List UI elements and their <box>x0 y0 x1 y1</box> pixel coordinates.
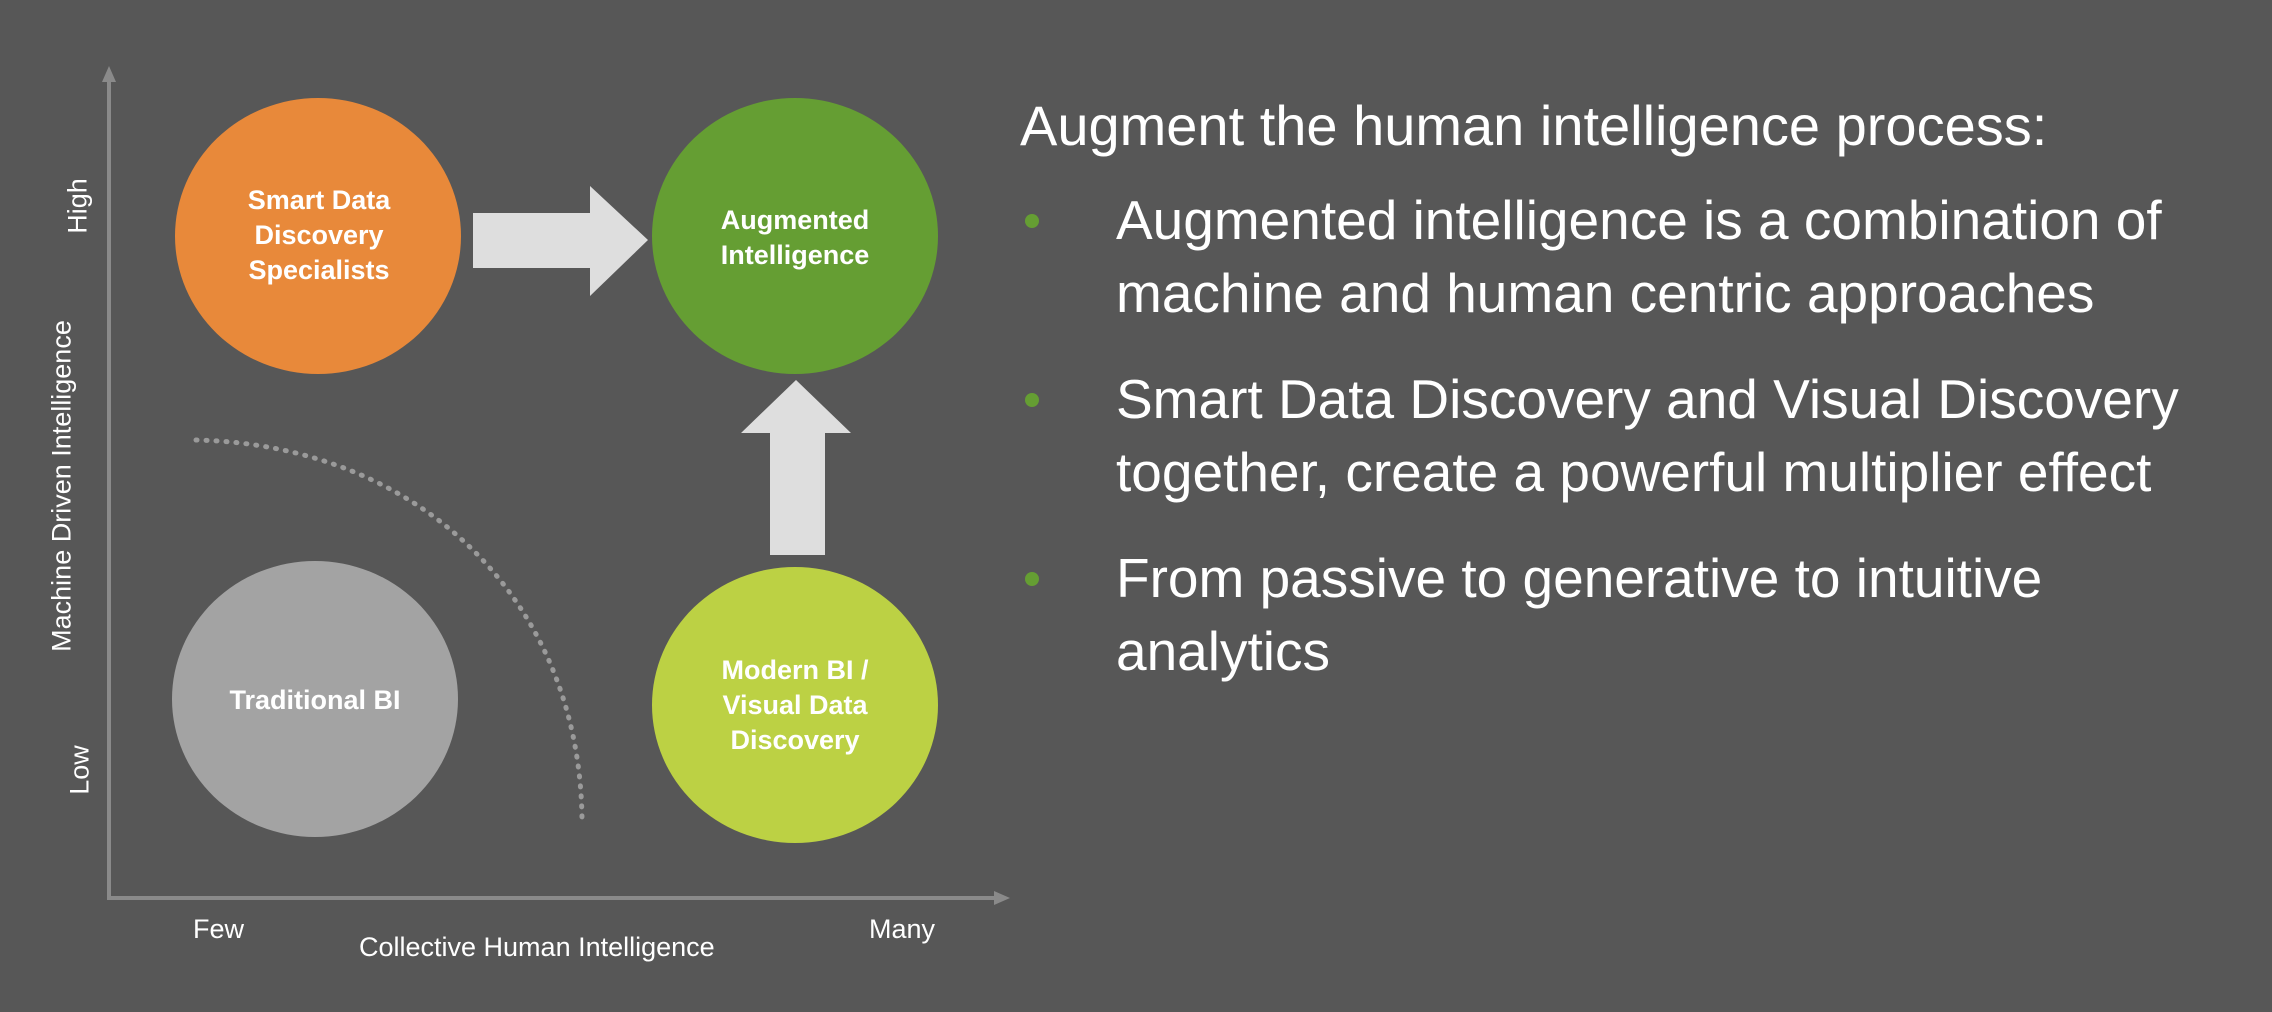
panel-heading: Augment the human intelligence process: <box>1020 94 2048 157</box>
right-arrow <box>473 186 648 296</box>
text-panel: Augment the human intelligence process: … <box>1020 92 2250 721</box>
quadrant-diagram <box>102 66 1010 905</box>
y-axis-arrowhead <box>102 66 116 82</box>
smart-data-discovery-circle <box>175 98 461 374</box>
y-axis-title: Machine Driven Intelligence <box>46 320 77 652</box>
y-axis-high-label: High <box>62 178 93 234</box>
augmented-intelligence-label: Augmented Intelligence <box>720 204 870 270</box>
augmented-intelligence-circle <box>652 98 938 374</box>
bullet-dot-icon <box>1025 393 1039 407</box>
traditional-bi-circle <box>172 561 458 837</box>
bullet-dot-icon <box>1025 572 1039 586</box>
x-axis-few-label: Few <box>193 914 245 944</box>
bullet-item: Smart Data Discovery and Visual Discover… <box>1020 363 2250 509</box>
smart-data-discovery-label: Smart Data Discovery Specialists <box>247 184 391 285</box>
bullet-text: Augmented intelligence is a combination … <box>1116 189 2162 324</box>
bullet-item: From passive to generative to intuitive … <box>1020 542 2250 688</box>
traditional-bi-label: Traditional BI <box>229 684 401 715</box>
up-arrow <box>741 380 851 555</box>
x-axis-arrowhead <box>994 891 1010 905</box>
x-axis-many-label: Many <box>869 914 936 944</box>
bullet-text: From passive to generative to intuitive … <box>1116 547 2043 682</box>
bullet-dot-icon <box>1025 214 1039 228</box>
modern-bi-label: Modern BI / Visual Data Discovery <box>721 654 869 755</box>
modern-bi-circle <box>652 567 938 843</box>
x-axis-title: Collective Human Intelligence <box>359 932 715 962</box>
bullet-item: Augmented intelligence is a combination … <box>1020 184 2250 330</box>
bullet-list: Augmented intelligence is a combination … <box>1020 184 2250 688</box>
y-axis-low-label: Low <box>64 745 95 795</box>
bullet-text: Smart Data Discovery and Visual Discover… <box>1116 368 2179 503</box>
dotted-boundary-arc <box>193 437 585 823</box>
